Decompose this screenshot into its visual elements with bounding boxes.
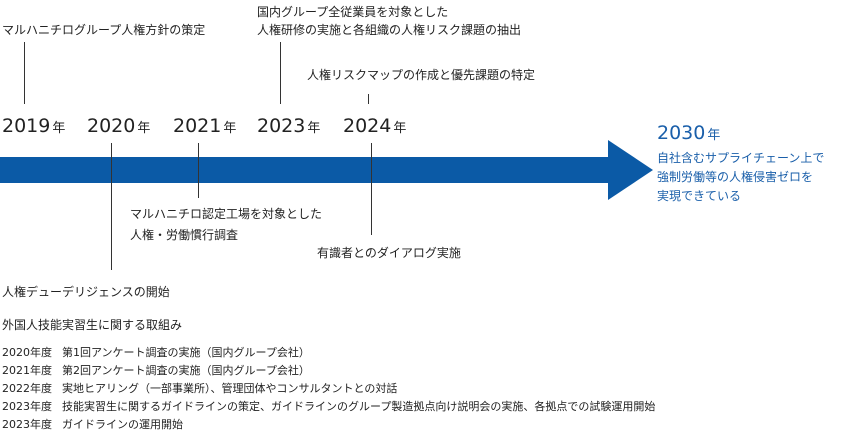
year-2020-num: 2020 — [87, 115, 136, 137]
list-item-year: 2020年度 — [2, 346, 52, 359]
year-2021-suffix: 年 — [223, 121, 237, 136]
year-2019-num: 2019 — [2, 115, 51, 137]
list-item: 2020年度第1回アンケート調査の実施（国内グループ会社） — [2, 344, 655, 362]
list-item-text: 第1回アンケート調査の実施（国内グループ会社） — [62, 346, 310, 359]
list-item-year: 2023年度 — [2, 400, 52, 413]
goal-text-line1: 自社含むサプライチェーン上で — [657, 151, 825, 165]
goal-text-line2: 強制労働等の人権侵害ゼロを — [657, 170, 814, 184]
event-2023-label-line2: 人権研修の実施と各組織の人権リスク課題の抽出 — [257, 23, 522, 37]
event-2024-upper-label: 人権リスクマップの作成と優先課題の特定 — [307, 68, 536, 82]
list-item-year: 2021年度 — [2, 364, 52, 377]
list-item-text: 技能実習生に関するガイドラインの策定、ガイドラインのグループ製造拠点向け説明会の… — [62, 400, 656, 413]
goal-year-suffix: 年 — [707, 128, 721, 143]
list-item: 2021年度第2回アンケート調査の実施（国内グループ会社） — [2, 362, 655, 380]
year-2021-num: 2021 — [173, 115, 222, 137]
year-2024-suffix: 年 — [393, 121, 407, 136]
list-item: 2022年度実地ヒアリング（一部事業所）、管理団体やコンサルタントとの対話 — [2, 380, 655, 398]
goal-text-line3: 実現できている — [657, 189, 742, 203]
connector-2024-bottom — [371, 143, 372, 235]
list-item-text: ガイドラインの運用開始 — [62, 418, 183, 431]
connector-2024-top — [368, 94, 369, 104]
event-2021-label-line1: マルハニチロ認定工場を対象とした — [130, 207, 323, 221]
event-2020-label: 人権デューデリジェンスの開始 — [2, 285, 170, 299]
event-2024-lower-label: 有識者とのダイアログ実施 — [317, 246, 461, 260]
event-2019-label: マルハニチログループ人権方針の策定 — [2, 23, 206, 37]
list-item-year: 2022年度 — [2, 382, 52, 395]
connector-2023 — [280, 42, 281, 104]
year-2023-suffix: 年 — [307, 121, 321, 136]
connector-2020 — [111, 143, 112, 270]
foreign-intern-heading: 外国人技能実習生に関する取組み — [2, 318, 183, 332]
list-item-text: 第2回アンケート調査の実施（国内グループ会社） — [62, 364, 310, 377]
connector-2019 — [24, 42, 25, 104]
year-2020-suffix: 年 — [137, 121, 151, 136]
foreign-intern-list: 2020年度第1回アンケート調査の実施（国内グループ会社） 2021年度第2回ア… — [2, 344, 655, 434]
year-2019-suffix: 年 — [52, 121, 66, 136]
list-item: 2023年度技能実習生に関するガイドラインの策定、ガイドラインのグループ製造拠点… — [2, 398, 655, 416]
goal-year-num: 2030 — [657, 122, 706, 144]
list-item: 2023年度ガイドラインの運用開始 — [2, 416, 655, 434]
year-2024-num: 2024 — [343, 115, 392, 137]
connector-2021 — [198, 143, 199, 198]
event-2023-label-line1: 国内グループ全従業員を対象とした — [257, 5, 449, 19]
list-item-text: 実地ヒアリング（一部事業所）、管理団体やコンサルタントとの対話 — [62, 382, 398, 395]
event-2021-label-line2: 人権・労働慣行調査 — [130, 228, 239, 242]
year-2023-num: 2023 — [257, 115, 306, 137]
list-item-year: 2023年度 — [2, 418, 52, 431]
